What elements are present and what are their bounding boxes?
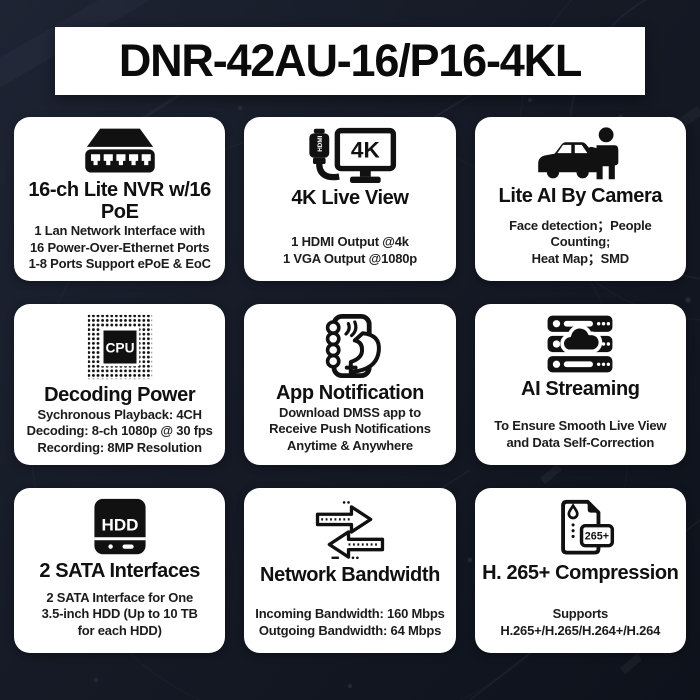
- poe-switch-icon: [74, 127, 166, 175]
- title-banner: DNR-42AU-16/P16-4KL: [55, 27, 645, 95]
- card-title: 16-ch Lite NVR w/16 PoE: [28, 179, 211, 223]
- card-title: Network Bandwidth: [260, 564, 440, 586]
- card-description: Supports H.265+/H.265/H.264+/H.264: [500, 606, 661, 638]
- feature-card-sata: HDD 2 SATA Interfaces 2 SATA Interface f…: [14, 488, 226, 653]
- card-description: 1 HDMI Output @4k 1 VGA Output @1080p: [282, 234, 418, 266]
- server-cloud-icon: [540, 314, 620, 374]
- feature-card-h265: 265+ H. 265+ Compression Supports H.265+…: [474, 488, 686, 653]
- feature-card-decoding-power: CPU Decoding Power Sychronous Playback: …: [14, 304, 226, 465]
- svg-text:HDMI: HDMI: [317, 135, 324, 151]
- feature-card-ai-streaming: AI Streaming To Ensure Smooth Live View …: [474, 304, 686, 465]
- feature-card-bandwidth: Network Bandwidth Incoming Bandwidth: 16…: [244, 488, 456, 653]
- h265-document-icon: 265+: [542, 498, 618, 558]
- car-person-icon: [532, 127, 628, 181]
- feature-card-app-notification: App Notification Download DMSS app to Re…: [244, 304, 456, 465]
- card-title: AI Streaming: [521, 378, 640, 400]
- bandwidth-arrows-icon: [311, 498, 389, 560]
- card-description: Sychronous Playback: 4CH Decoding: 8-ch …: [26, 406, 213, 455]
- hdd-icon: HDD: [91, 498, 149, 556]
- feature-card-lite-ai: Lite AI By Camera Face detection；People …: [474, 117, 686, 281]
- cpu-icon: CPU: [87, 314, 153, 380]
- card-title: App Notification: [275, 382, 424, 404]
- card-title: Decoding Power: [44, 384, 196, 406]
- card-title: 4K Live View: [291, 187, 409, 209]
- card-title: 2 SATA Interfaces: [39, 560, 200, 582]
- card-title: Lite AI By Camera: [498, 185, 663, 207]
- feature-card-poe: 16-ch Lite NVR w/16 PoE 1 Lan Network In…: [14, 117, 226, 281]
- hdmi-4k-monitor-icon: HDMI 4K: [302, 127, 398, 183]
- card-description: Incoming Bandwidth: 160 Mbps Outgoing Ba…: [255, 606, 445, 638]
- card-description: Download DMSS app to Receive Push Notifi…: [269, 404, 431, 453]
- svg-text:CPU: CPU: [105, 341, 134, 356]
- phone-hand-icon: [311, 314, 389, 378]
- feature-grid: 16-ch Lite NVR w/16 PoE 1 Lan Network In…: [14, 117, 686, 653]
- feature-card-4k-live-view: HDMI 4K 4K Live View 1 HDMI Output @4k 1…: [244, 117, 456, 281]
- card-description: 2 SATA Interface for One 3.5-inch HDD (U…: [41, 589, 198, 638]
- svg-text:4K: 4K: [351, 138, 381, 163]
- card-description: 1 Lan Network Interface with 16 Power-Ov…: [28, 223, 211, 272]
- svg-text:265+: 265+: [585, 531, 609, 543]
- svg-text:HDD: HDD: [101, 515, 138, 534]
- card-description: Face detection；People Counting; Heat Map…: [509, 217, 652, 266]
- card-description: To Ensure Smooth Live View and Data Self…: [494, 418, 667, 450]
- card-title: H. 265+ Compression: [482, 562, 679, 584]
- product-model-title: DNR-42AU-16/P16-4KL: [118, 35, 583, 86]
